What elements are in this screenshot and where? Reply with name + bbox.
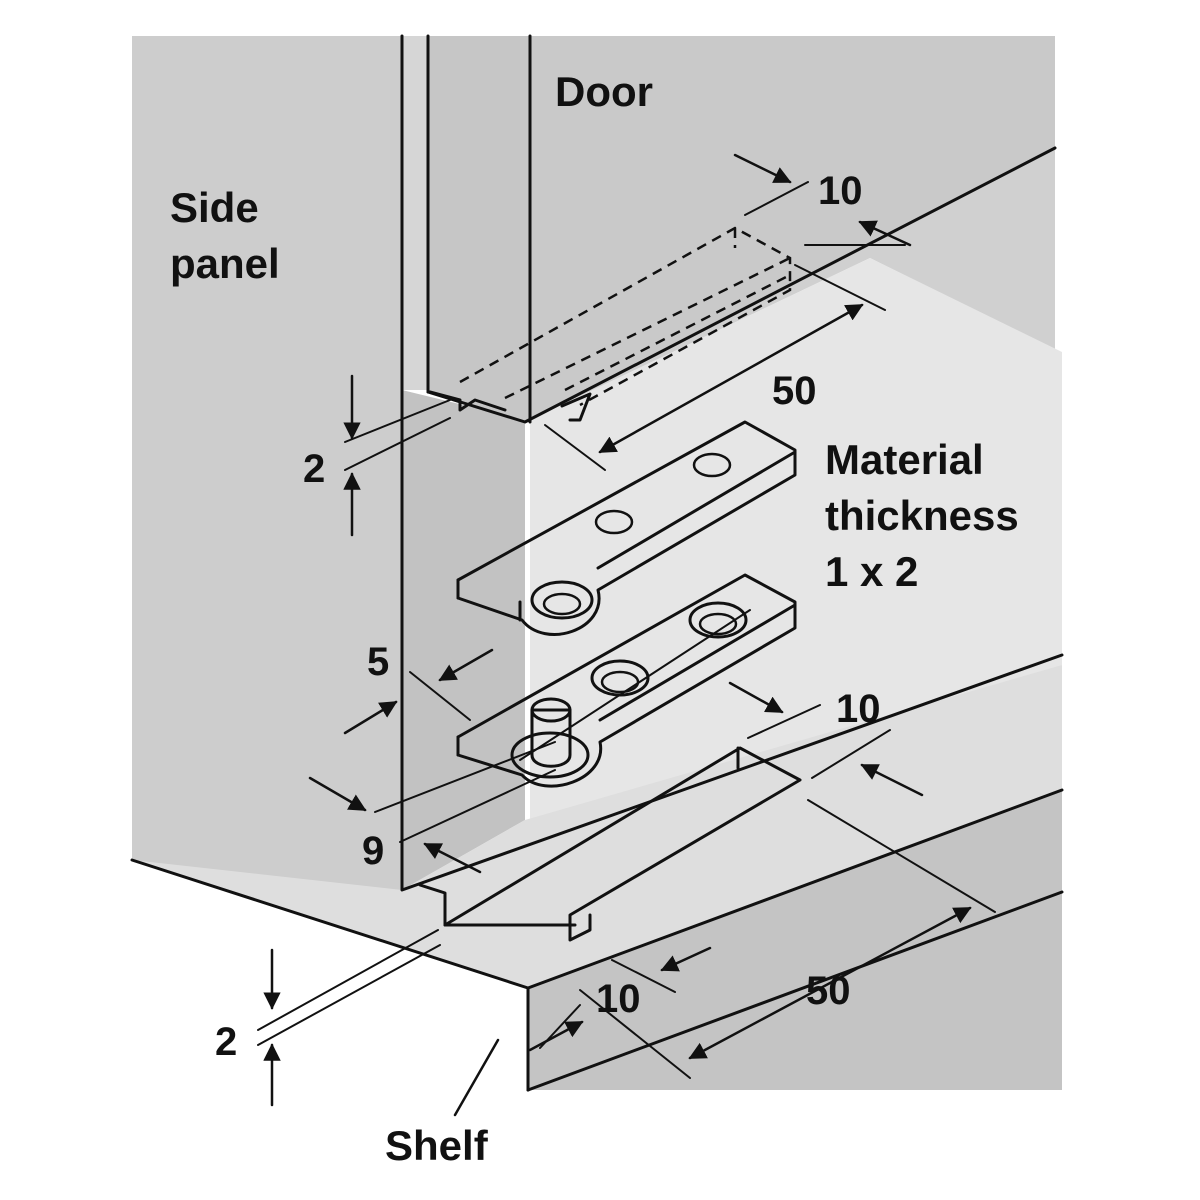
upper-hinge-plate	[456, 420, 797, 636]
material-thickness-label-line2: thickness	[825, 492, 1019, 539]
dim-shelf-gap: 2	[215, 1020, 237, 1064]
dim-pin-spacing: 9	[362, 829, 384, 873]
side-panel-label-line1: Side	[170, 184, 259, 231]
dim-door-gap: 2	[303, 447, 325, 491]
material-thickness-label-line3: 1 x 2	[825, 548, 918, 595]
dim-shelf-length: 50	[806, 969, 851, 1013]
shelf-label: Shelf	[385, 1122, 489, 1169]
dim-shelf-depth-lower: 10	[596, 977, 641, 1021]
dim-shelf-depth-upper: 10	[836, 687, 881, 731]
dim-door-length: 50	[772, 369, 817, 413]
dimension-lines	[257, 153, 996, 1117]
dim-door-depth: 10	[818, 169, 863, 213]
door-label: Door	[555, 68, 653, 115]
lower-hinge-plate	[456, 573, 797, 788]
dim-pin-offset: 5	[367, 640, 389, 684]
side-panel-label-line2: panel	[170, 240, 280, 287]
material-thickness-label-line1: Material	[825, 436, 984, 483]
